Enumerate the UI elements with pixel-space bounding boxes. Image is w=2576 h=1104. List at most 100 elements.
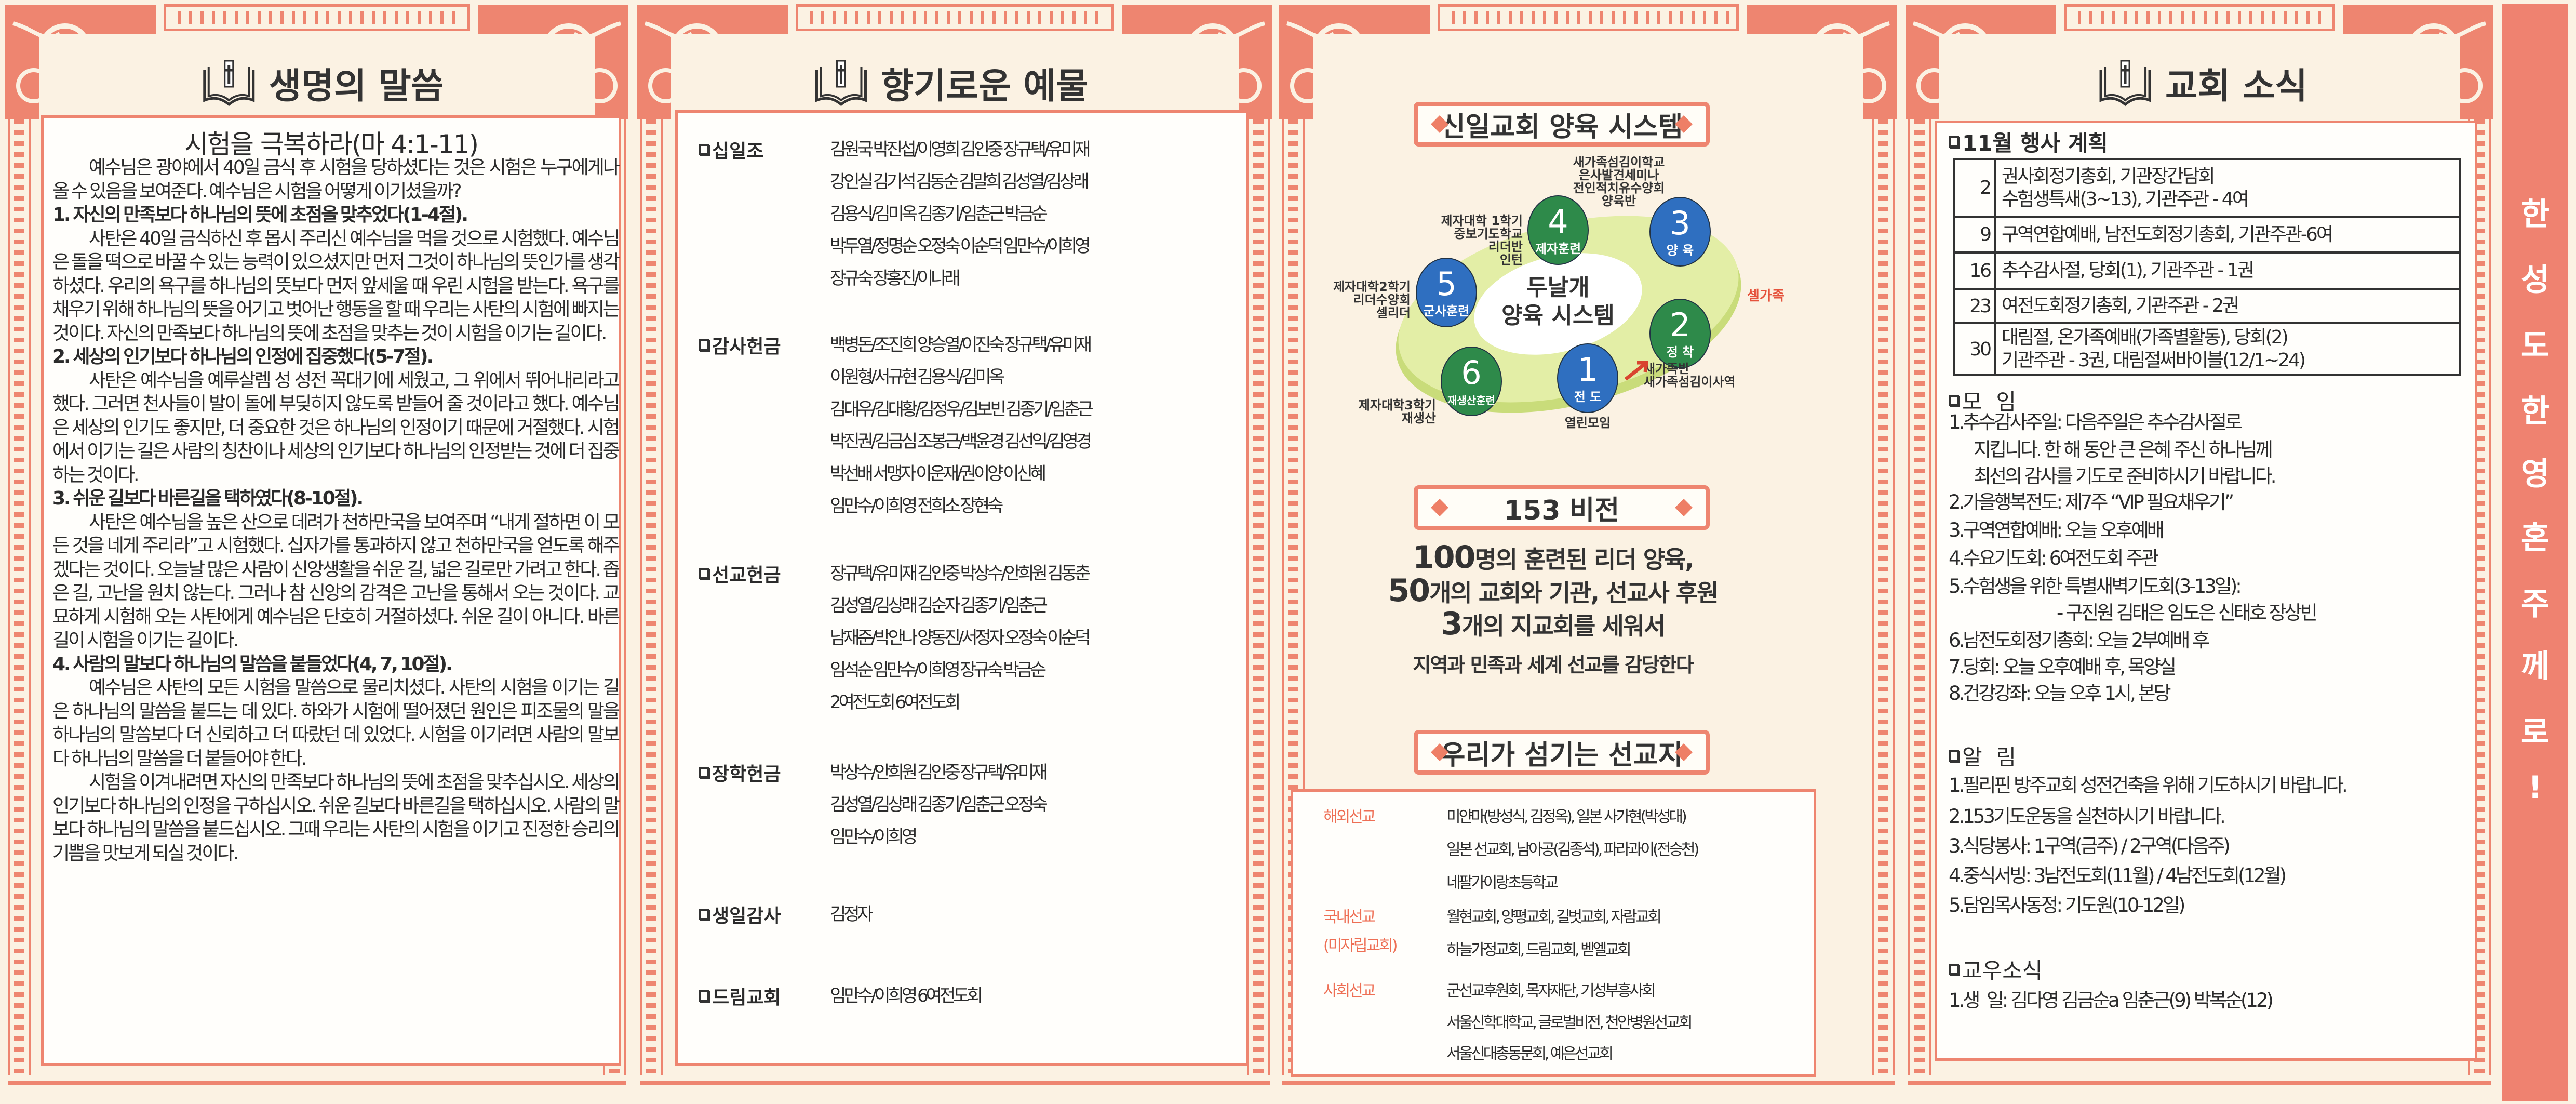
- step-name: 제자훈련: [1535, 242, 1581, 256]
- vision-line: 3개의 지교회를 세워서: [1291, 608, 1815, 640]
- corner-ornament: [2340, 3, 2496, 122]
- donor-names: 남재준/박안나 양동진/서정자 오정숙 이순덕: [830, 628, 1091, 648]
- book-cross-icon: [2099, 60, 2151, 106]
- event-date: 2: [1953, 158, 1996, 218]
- step-description: 리더수양회: [1353, 292, 1411, 307]
- donor-names: 박두열/정명순 오정숙 이순덕 임만수/이희영: [830, 236, 1091, 257]
- meetings-heading: 모 임: [1949, 384, 2016, 416]
- notice-item: 1.필리핀 방주교회 성전건축을 위해 기도하시기 바랍니다.: [1949, 774, 2348, 796]
- vision-line: 지역과 민족과 세계 선교를 감당한다: [1291, 645, 1815, 677]
- donor-names: 김대우/김대황/김정우/김보빈 김종기/임춘근: [830, 399, 1094, 420]
- sermon-panel-header: 생명의 말씀: [200, 57, 444, 109]
- donor-names: 박선배 서맹자 이운재/권이양 이신혜: [830, 463, 1046, 484]
- step-description: 열린모임: [1565, 416, 1611, 430]
- meeting-item: 4.수요기도회: 6여전도회 주관: [1949, 547, 2159, 569]
- step-description: 재생산: [1402, 411, 1436, 425]
- checkbox-square-icon: [699, 990, 709, 1002]
- meeting-item: 7.당회: 오늘 오후예배 후, 목양실: [1949, 656, 2177, 678]
- event-line: 기관주관 - 3권, 대림절써바이블(12/1~24): [2002, 350, 2306, 371]
- corner-ornament: [1277, 3, 1432, 122]
- step-name: 재생산훈련: [1447, 394, 1495, 407]
- side-ladder-border: [8, 119, 31, 1075]
- center-label: 양육 시스템: [1501, 302, 1615, 329]
- book-cross-icon: [203, 60, 255, 106]
- event-line: 수험생특새(3~13), 기관주관 - 4여: [2002, 188, 2249, 210]
- missions-title: 우리가 섬기는 선교지: [1440, 739, 1683, 771]
- sermon-panel-box: [41, 115, 621, 1066]
- vision-text: 명의 훈련된 리더 양육,: [1474, 546, 1694, 574]
- panel-title: 향기로운 예물: [881, 66, 1089, 107]
- motto-char: 주: [2520, 586, 2550, 622]
- meeting-item: 8.건강강좌: 오늘 오후 1시, 본당: [1949, 682, 2171, 704]
- top-ladder-border: [2064, 4, 2335, 31]
- donor-names: 임석순 임만수/이희영 장규숙 박금순: [830, 660, 1046, 681]
- step-description: 새가족섬김이사역: [1644, 375, 1736, 389]
- heading-text: 모 임: [1962, 389, 2016, 415]
- checkbox-square-icon: [699, 909, 709, 920]
- donor-names: 김성열/김상래 김종기/임춘근 오정숙: [830, 794, 1048, 815]
- step-description: 제자대학3학기: [1359, 398, 1436, 413]
- paragraph: 사탄은 예수님을 높은 산으로 데려가 천하만국을 보여주며 “내게 절하면 이…: [52, 511, 620, 651]
- offering-label: 십일조: [699, 136, 808, 164]
- donor-names: 임만수/이희영 전희소 장현숙: [830, 496, 1003, 516]
- event-description: 여전도회정기총회, 기관주관 - 2권: [1994, 288, 2461, 324]
- mission-category: (미자립교회): [1323, 937, 1398, 955]
- mission-entry: 하늘가정교회, 드림교회, 벧엘교회: [1446, 941, 1632, 959]
- offering-label: 장학헌금: [699, 759, 808, 787]
- step-description: 전인적치유수양회: [1573, 181, 1665, 195]
- vision-line: 100명의 훈련된 리더 양육,: [1291, 541, 1815, 574]
- step-description: 은사발견세미나: [1579, 168, 1659, 182]
- meeting-item: - 구진원 김태은 임도은 신태호 장상빈: [2057, 602, 2318, 624]
- step-circle: [1416, 258, 1477, 327]
- step-circle: [1649, 197, 1711, 267]
- events-heading: 11월 행사 계획: [1949, 126, 2108, 157]
- corner-ornament: [1119, 3, 1275, 122]
- ring-center: [1474, 253, 1642, 355]
- mission-entry: 미얀마(방성식, 김정옥), 일본 사가현(박성대): [1446, 808, 1687, 826]
- vision-text: 지역과 민족과 세계 선교를 감당한다: [1413, 654, 1694, 676]
- event-description: 추수감사절, 당회(1), 기관주관 - 1권: [1994, 251, 2461, 290]
- offering-label: 드림교회: [699, 982, 808, 1010]
- notice-item: 5.담임목사동정: 기도원(10-12일): [1949, 894, 2185, 916]
- donor-names: 임만수/이희영: [830, 827, 918, 847]
- checkbox-square-icon: [1949, 394, 1959, 406]
- meeting-item: 2.가을행복전도: 제7주 “VIP 필요채우기”: [1949, 491, 2234, 513]
- notice-item: 2.153기도운동을 실천하시기 바랍니다.: [1949, 805, 2226, 828]
- checkbox-square-icon: [1949, 963, 1959, 975]
- donor-names: 이원형/서규현 김용식/김미옥: [830, 367, 1005, 388]
- step-description: 새가족섬김이학교: [1573, 156, 1665, 169]
- vision-number: 3: [1441, 606, 1463, 642]
- section-heading: 2. 세상의 인기보다 하나님의 인정에 집중했다(5-7절).: [52, 346, 434, 367]
- event-description: 구역연합예배, 남전도회정기총회, 기관주관-6여: [1994, 216, 2461, 254]
- heading-text: 교우소식: [1962, 958, 2043, 983]
- top-ladder-border: [796, 4, 1114, 31]
- motto-char: !: [2528, 769, 2543, 806]
- paragraph: 예수님은 사탄의 모든 시험을 말씀으로 물리치셨다. 사탄의 시험을 이기는 …: [52, 677, 620, 769]
- offering-label: 선교헌금: [699, 560, 808, 588]
- step-name: 전 도: [1574, 390, 1602, 404]
- bottom-border: [1282, 1081, 1895, 1085]
- step-circle: [1527, 195, 1589, 265]
- step-description: 셀리더: [1376, 305, 1411, 320]
- step-number: 5: [1436, 265, 1456, 303]
- step-name: 정 착: [1667, 345, 1694, 360]
- mission-entry: 군선교후원회, 목자재단, 기성부흥사회: [1446, 982, 1656, 1000]
- section-heading: 4. 사람의 말보다 하나님의 말씀을 붙들었다(4, 7, 10절).: [52, 653, 453, 675]
- donor-names: 김정자: [830, 904, 874, 925]
- sermon-title: 시험을 극복하라(마 4:1-11): [184, 129, 479, 159]
- member-news-item: 1.생 일: 김다영 김금순a 임춘근(9) 박복순(12): [1949, 989, 2274, 1012]
- step-description: 새가족반: [1644, 362, 1689, 376]
- arrow-icon: [1624, 361, 1648, 381]
- notice-item: 3.식당봉사: 1구역(금주) / 2구역(다음주): [1949, 835, 2231, 857]
- paragraph: 시험을 이겨내려면 자신의 만족보다 하나님의 뜻에 초점을 맞추십시오. 세상…: [52, 772, 620, 864]
- top-ladder-border: [164, 4, 470, 31]
- checkbox-square-icon: [699, 767, 709, 778]
- cell-family-label: 셀가족: [1747, 288, 1785, 304]
- donor-names: 박진권/김금심 조봉근/백윤경 김선익/김영경: [830, 431, 1092, 452]
- event-description: 대림절, 온가족예배(가족별활동), 당회(2)기관주관 - 3권, 대림절써바…: [1994, 322, 2461, 376]
- members-heading: 교우소식: [1949, 953, 2043, 985]
- checkbox-square-icon: [1949, 750, 1959, 762]
